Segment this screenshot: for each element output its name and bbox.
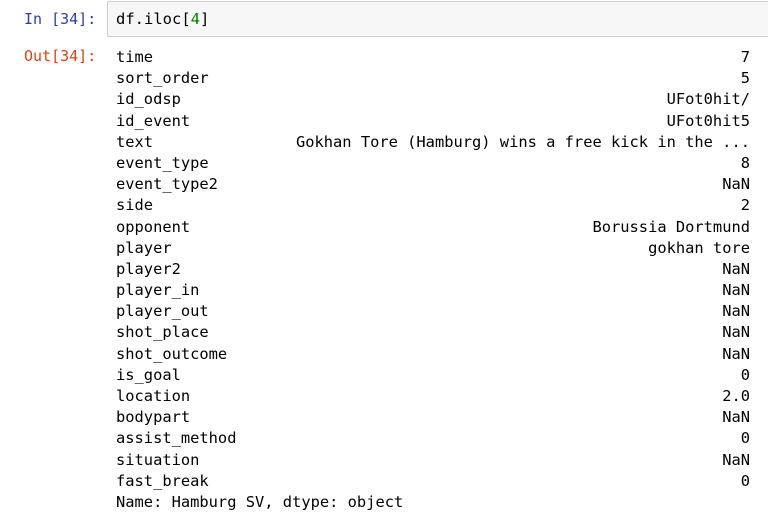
series-value: NaN — [722, 450, 750, 469]
series-value: 0 — [740, 471, 750, 490]
series-row: text Gokhan Tore (Hamburg) wins a free ki… — [116, 132, 750, 153]
series-value: Gokhan Tore (Hamburg) wins a free kick i… — [295, 132, 750, 151]
series-key: is_goal — [116, 365, 181, 384]
series-key: player — [116, 238, 172, 257]
series-row: sort_order 5 — [116, 68, 750, 89]
series-key: id_event — [116, 111, 191, 130]
series-key: fast_break — [116, 471, 209, 490]
series-key: situation — [116, 450, 200, 469]
series-value: gokhan tore — [648, 238, 750, 257]
series-value: Borussia Dortmund — [592, 217, 750, 236]
series-value: 0 — [740, 429, 750, 448]
series-row: location 2.0 — [116, 386, 750, 407]
series-key: location — [116, 387, 191, 405]
series-value: 8 — [740, 153, 750, 172]
series-row: player_in NaN — [116, 280, 750, 301]
series-key: event_type — [116, 153, 209, 172]
series-row: id_odsp UFot0hit/ — [116, 89, 750, 110]
series-value: NaN — [722, 344, 750, 363]
series-value: 2 — [740, 196, 750, 215]
series-row: is_goal 0 — [116, 365, 750, 386]
output-prompt: Out[34]: — [24, 47, 97, 65]
cell-output: time 7 sort_order 5 id_odsp UFot0hit/ id_ev… — [116, 47, 750, 512]
series-key: event_type2 — [116, 175, 218, 194]
series-value: NaN — [722, 302, 750, 321]
series-key: assist_method — [116, 429, 237, 448]
series-key: player_in — [116, 281, 200, 300]
series-value: NaN — [722, 408, 750, 427]
series-value: 5 — [740, 69, 750, 88]
series-row: shot_place NaN — [116, 322, 750, 343]
code-text: df.iloc[4] — [116, 9, 209, 29]
series-footer: Name: Hamburg SV, dtype: object — [116, 492, 404, 511]
series-row: event_type 8 — [116, 153, 750, 174]
series-key: shot_place — [116, 323, 209, 342]
series-key: shot_outcome — [116, 344, 228, 363]
series-row: situation NaN — [116, 450, 750, 471]
series-value: NaN — [722, 281, 750, 300]
input-prompt: In [34]: — [24, 10, 97, 28]
series-value: 2.0 — [722, 387, 750, 405]
series-value: UFot0hit5 — [666, 111, 750, 130]
series-row: id_event UFot0hit5 — [116, 111, 750, 132]
series-value: 0 — [740, 365, 750, 384]
series-value: UFot0hit/ — [666, 90, 750, 109]
code-index-number: 4 — [190, 10, 200, 28]
series-row: opponent Borussia Dortmund — [116, 217, 750, 238]
series-row: fast_break 0 — [116, 471, 750, 492]
series-key: player_out — [116, 302, 209, 321]
series-key: side — [116, 196, 154, 215]
code-cell-input[interactable]: df.iloc[4] — [107, 1, 768, 37]
series-key: time — [116, 48, 154, 66]
series-key: text — [116, 132, 154, 151]
code-text-before: df.iloc[ — [116, 10, 191, 28]
series-value: NaN — [722, 323, 750, 342]
series-value: NaN — [722, 175, 750, 194]
series-row: shot_outcome NaN — [116, 344, 750, 365]
code-text-after: ] — [200, 10, 210, 28]
series-key: bodypart — [116, 408, 191, 427]
series-key: sort_order — [116, 69, 209, 88]
series-value: 7 — [740, 48, 750, 66]
series-key: opponent — [116, 217, 191, 236]
series-key: player2 — [116, 259, 181, 278]
series-row: side 2 — [116, 195, 750, 216]
series-row: assist_method 0 — [116, 428, 750, 449]
series-row: player gokhan tore — [116, 238, 750, 259]
series-row: event_type2 NaN — [116, 174, 750, 195]
series-row: player_out NaN — [116, 301, 750, 322]
series-value: NaN — [722, 259, 750, 278]
series-key: id_odsp — [116, 90, 181, 109]
series-row: bodypart NaN — [116, 407, 750, 428]
series-row: time 7 — [116, 47, 750, 68]
series-row: player2 NaN — [116, 259, 750, 280]
